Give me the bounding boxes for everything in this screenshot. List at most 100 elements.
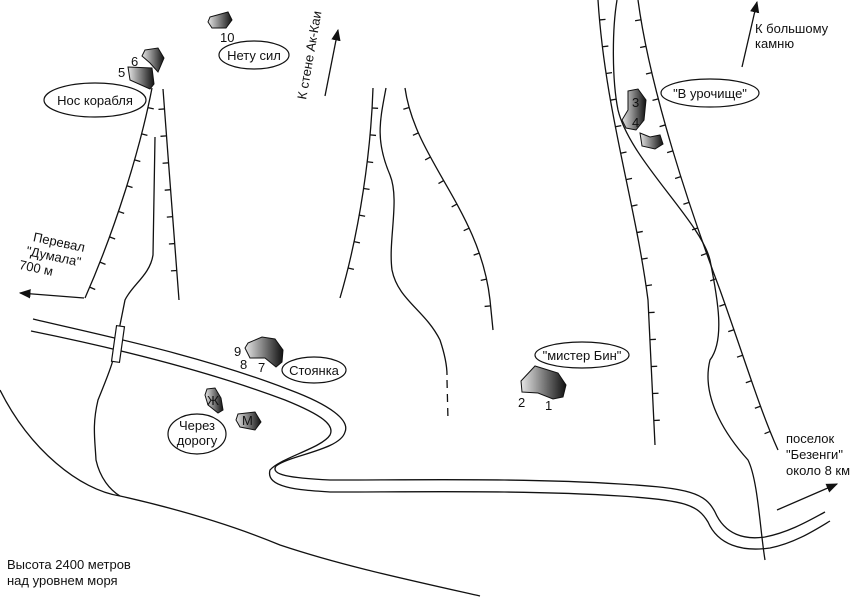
ridge-tick [639, 45, 647, 49]
ridge-tick [754, 405, 761, 409]
label-v-urochishche[interactable]: "В урочище" [660, 78, 760, 108]
ridge-tick [412, 132, 419, 136]
ridge-tick [745, 380, 752, 384]
stream-middle-dashed [446, 379, 449, 421]
ridge-tick [764, 430, 771, 435]
ridge-tick [700, 252, 707, 257]
ridge-tick [631, 204, 638, 207]
boulder-mark-2: 2 [518, 395, 525, 410]
boulder-mark-8: 8 [240, 357, 247, 372]
ridge-tick [473, 252, 480, 256]
ridge-tick [645, 72, 652, 75]
ridge-tick [347, 267, 355, 271]
boulder-mark-4: 4 [632, 115, 639, 130]
stream-right [612, 0, 766, 561]
ridge-tick [615, 124, 622, 128]
direction-ak-kai: К стене Ак-Каи [294, 10, 324, 101]
ridge-tick [652, 98, 659, 102]
ridge-tick [126, 185, 133, 189]
ridge-tick [674, 176, 682, 180]
ridge-tick [369, 134, 377, 137]
ridge-tick [89, 286, 96, 291]
boulder-mark-9: 9 [234, 344, 241, 359]
ridge-tick [659, 124, 666, 128]
ridge-tick [359, 214, 366, 217]
ridge-tick [438, 180, 444, 185]
ridge-tick [134, 159, 141, 163]
ridge-tick [403, 106, 410, 110]
boulder-mark-zh: Ж [207, 393, 219, 408]
boulder-zh[interactable]: Ж [204, 387, 224, 414]
altitude-note-line2: над уровнем моря [7, 573, 118, 588]
arrow-to-bezengi [776, 483, 839, 511]
direction-bezengi-line3: около 8 км [786, 463, 850, 478]
ridge-tick [634, 19, 642, 22]
boulder-m[interactable]: М [235, 411, 262, 431]
ridge-tick [484, 305, 491, 308]
stream-left [93, 136, 156, 497]
ridge-tick [728, 329, 735, 333]
direction-big-stone-line1: К большому [755, 21, 829, 36]
ridge-left-outer [84, 87, 153, 299]
boulder-mark-10: 10 [220, 30, 234, 45]
ridge-tick [719, 303, 726, 307]
label-mister-bin[interactable]: "мистер Бин" [534, 341, 630, 369]
label-netu-sil[interactable]: Нету сил [218, 40, 290, 70]
ridge-tick [363, 187, 370, 191]
ridge-tick [99, 261, 106, 265]
direction-pereval: Перевал "Думала" 700 м [18, 229, 87, 279]
arrow-to-ak-kai [324, 28, 341, 97]
ridge-tick [620, 151, 627, 154]
direction-bezengi-line1: поселок [786, 431, 835, 446]
boulder-1-2[interactable]: 2 1 [518, 365, 567, 413]
ridge-tick [118, 210, 125, 214]
boulder-7-8-9[interactable]: 9 8 7 [234, 336, 284, 375]
ridge-tick [683, 201, 690, 205]
direction-pereval-line3: 700 м [18, 257, 55, 279]
ridge-tick [353, 241, 361, 244]
boulder-mark-m: М [242, 413, 253, 428]
boulder-3-4[interactable]: 3 4 [621, 88, 664, 150]
boulder-mark-5: 5 [118, 65, 125, 80]
label-cherez-dorogu[interactable]: Через дорогу [167, 413, 227, 455]
label-text: Нету сил [227, 48, 281, 63]
boulder-mark-3: 3 [632, 95, 639, 110]
arrow-to-big-stone [741, 0, 760, 68]
ridge-tick [602, 45, 609, 48]
label-text-line1: Через [179, 418, 215, 433]
direction-bezengi-line2: "Безенги" [786, 447, 843, 462]
boulder-10[interactable]: 10 [207, 11, 234, 45]
ridge-tick [605, 71, 613, 75]
ridge-tick [599, 18, 606, 21]
ridge-left-inner [162, 88, 180, 301]
ridge-tick [709, 278, 717, 282]
ridge-tick [666, 150, 674, 154]
ridge-tick [610, 98, 617, 101]
ridge-tick [636, 230, 643, 234]
ridge-right-west [597, 0, 656, 446]
ridge-right-east [637, 0, 779, 451]
valley-bottom-line [0, 389, 481, 597]
boulder-mark-1: 1 [545, 398, 552, 413]
label-text: Стоянка [289, 363, 340, 378]
ridge-tick [645, 284, 653, 287]
ridge-tick [625, 177, 633, 181]
ridge-tick [109, 236, 116, 240]
label-text: "мистер Бин" [543, 348, 622, 363]
label-stoyanka[interactable]: Стоянка [281, 356, 347, 384]
bridge [110, 324, 126, 364]
label-text-line2: дорогу [177, 433, 218, 448]
direction-big-stone-line2: камню [755, 36, 794, 51]
boulder-5-6[interactable]: 6 5 [118, 47, 165, 90]
ridge-tick [424, 156, 431, 161]
label-text: "В урочище" [673, 86, 747, 101]
ridge-tick [463, 227, 470, 232]
label-text: Нос корабля [57, 93, 133, 108]
road-lower-edge [30, 330, 831, 550]
ridge-tick [451, 203, 458, 208]
label-nos-korablya[interactable]: Нос корабля [43, 82, 147, 118]
road-upper-edge [32, 318, 826, 539]
ridge-middle-left [339, 87, 374, 299]
